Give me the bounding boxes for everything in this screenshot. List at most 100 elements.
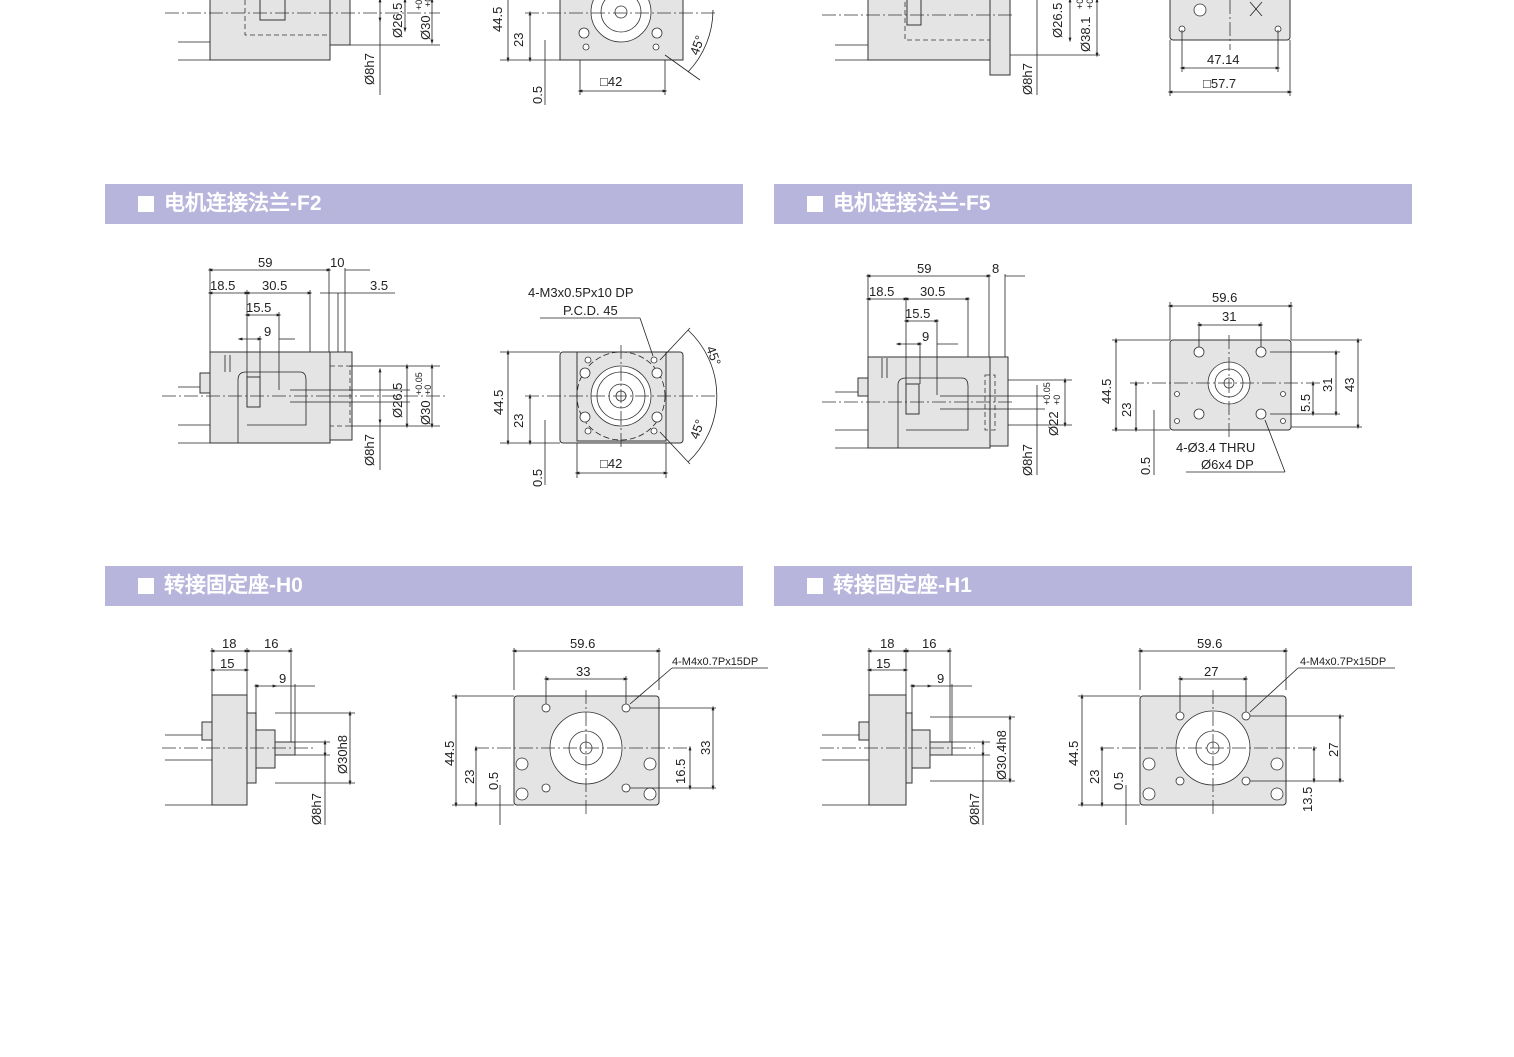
dimension-label: 44.5	[491, 390, 506, 415]
angle-label: 45°	[687, 417, 708, 441]
dimension-label: 44.5	[442, 741, 457, 766]
dimension-label: 0.5	[530, 469, 545, 487]
dimension-label: 31	[1222, 309, 1236, 324]
dimension-label: Ø30	[418, 400, 433, 425]
dimension-label: Ø30	[418, 15, 433, 40]
dimension-label: 16	[922, 636, 936, 651]
dimension-label: 0.5	[486, 772, 501, 790]
dimension-label: Ø22	[1046, 411, 1061, 436]
square-bullet-icon	[807, 196, 823, 212]
dimension-label: 0.5	[530, 86, 545, 104]
dimension-label: 30.5	[920, 284, 945, 299]
dimension-label: 31	[1320, 378, 1335, 392]
dimension-label: Ø8h7	[362, 434, 377, 466]
square-bullet-icon	[138, 578, 154, 594]
dimension-label: Ø8h7	[1020, 444, 1035, 476]
dimension-label: 10	[330, 255, 344, 270]
dimension-label: Ø26.5	[390, 3, 405, 38]
dimension-label: 18	[880, 636, 894, 651]
top-right-front-view: 47.14 □57.7	[1167, 0, 1293, 96]
dimension-label: 23	[511, 33, 526, 47]
dimension-label: 23	[1087, 770, 1102, 784]
dimension-label: 30.5	[262, 278, 287, 293]
section-header-f2: 电机连接法兰-F2	[105, 184, 743, 224]
dimension-label: 15	[220, 656, 234, 671]
pcd-note: P.C.D. 45	[563, 303, 618, 318]
dimension-label: 9	[922, 329, 929, 344]
section-title: 电机连接法兰-F5	[833, 192, 991, 215]
dimension-label: 23	[511, 414, 526, 428]
tolerance-label: +0	[1052, 395, 1062, 405]
dimension-label: 16.5	[673, 759, 688, 784]
dimension-label: 0.5	[1138, 457, 1153, 475]
dimension-label: 18	[222, 636, 236, 651]
tolerance-label: +0	[1075, 0, 1085, 9]
dimension-label: 15.5	[905, 306, 930, 321]
dimension-label: 18.5	[869, 284, 894, 299]
dimension-label: □42	[600, 456, 622, 471]
dimension-label: 23	[1119, 403, 1134, 417]
h0-side-view: 18 16 15 9 Ø30h8 Ø8h7	[162, 636, 355, 825]
thread-note: 4-M3x0.5Px10 DP	[528, 285, 634, 300]
hole-note: 4-Ø3.4 THRU	[1176, 440, 1255, 455]
dimension-label: 18.5	[210, 278, 235, 293]
h0-front-view: 59.6 33 4-M4x0.7Px15DP 44.5 23 0.5 16.5 …	[442, 636, 768, 825]
tolerance-label: +0.05	[414, 0, 424, 10]
h1-side-view: 18 16 15 9 Ø30.4h8 Ø8h7	[820, 636, 1015, 825]
dimension-label: Ø26.5	[1050, 3, 1065, 38]
dimension-label: 0.5	[1111, 772, 1126, 790]
section-title: 电机连接法兰-F2	[164, 192, 322, 215]
section-title: 转接固定座-H0	[164, 574, 303, 597]
dimension-label: 59.6	[1212, 290, 1237, 305]
dimension-label: Ø8h7	[1020, 63, 1035, 95]
dimension-label: 5.5	[1298, 394, 1313, 412]
tolerance-label: +0	[423, 0, 433, 7]
tolerance-label: +0	[1085, 0, 1095, 9]
angle-label: 45°	[703, 344, 724, 368]
section-header-h1: 转接固定座-H1	[774, 566, 1412, 606]
h1-front-view: 59.6 27 4-M4x0.7Px15DP 44.5 23 0.5 27 13…	[1066, 636, 1395, 825]
dimension-label: Ø8h7	[309, 793, 324, 825]
top-left-front-view: 44.5 23 0.5 □42 45°	[490, 0, 715, 105]
section-title: 转接固定座-H1	[833, 574, 972, 597]
thread-note: 4-M4x0.7Px15DP	[672, 656, 758, 668]
counterbore-note: Ø6x4 DP	[1201, 457, 1254, 472]
dimension-label: 13.5	[1300, 787, 1315, 812]
dimension-label: 43	[1342, 378, 1357, 392]
dimension-label: 59	[258, 255, 272, 270]
dimension-label: Ø8h7	[362, 53, 377, 85]
dimension-label: 15.5	[246, 300, 271, 315]
square-bullet-icon	[807, 578, 823, 594]
dimension-label: 23	[462, 770, 477, 784]
f2-side-view: 59 10 18.5 30.5 3.5 15.5 9 Ø26.5 Ø30 +0.…	[162, 255, 445, 470]
dimension-label: Ø30h8	[335, 735, 350, 774]
dimension-label: 27	[1326, 743, 1341, 757]
dimension-label: □57.7	[1203, 76, 1236, 91]
dimension-label: 47.14	[1207, 52, 1240, 67]
f2-front-view: 4-M3x0.5Px10 DP P.C.D. 45 44.5 23 0.5 □4…	[491, 285, 724, 487]
top-right-side-view: Ø26.5 Ø38.1 +0 +0 Ø8h7	[822, 0, 1100, 95]
dimension-label: 33	[576, 664, 590, 679]
thread-note: 4-M4x0.7Px15DP	[1300, 656, 1386, 668]
dimension-label: 44.5	[1066, 741, 1081, 766]
square-bullet-icon	[138, 196, 154, 212]
dimension-label: Ø26.5	[390, 383, 405, 418]
dimension-label: Ø38.1	[1078, 17, 1093, 52]
dimension-label: □42	[600, 74, 622, 89]
dimension-label: 27	[1204, 664, 1218, 679]
dimension-label: 3.5	[370, 278, 388, 293]
f5-front-view: 59.6 31 44.5 23 0.5 5.5 31 43 4-Ø3.4 THR…	[1099, 290, 1362, 475]
dimension-label: 9	[264, 324, 271, 339]
dimension-label: 9	[937, 671, 944, 686]
dimension-label: 59.6	[1197, 636, 1222, 651]
dimension-label: 8	[992, 261, 999, 276]
angle-label: 45°	[687, 33, 708, 57]
top-left-side-view: Ø26.5 Ø30 +0.05 +0 Ø8h7	[165, 0, 440, 95]
dimension-label: 44.5	[1099, 379, 1114, 404]
dimension-label: 15	[876, 656, 890, 671]
tolerance-label: +0.05	[1042, 382, 1052, 405]
dimension-label: 44.5	[490, 7, 505, 32]
f5-side-view: 59 8 18.5 30.5 15.5 9 Ø22 +0.05 +0 Ø8h7	[822, 261, 1072, 476]
dimension-label: 16	[264, 636, 278, 651]
